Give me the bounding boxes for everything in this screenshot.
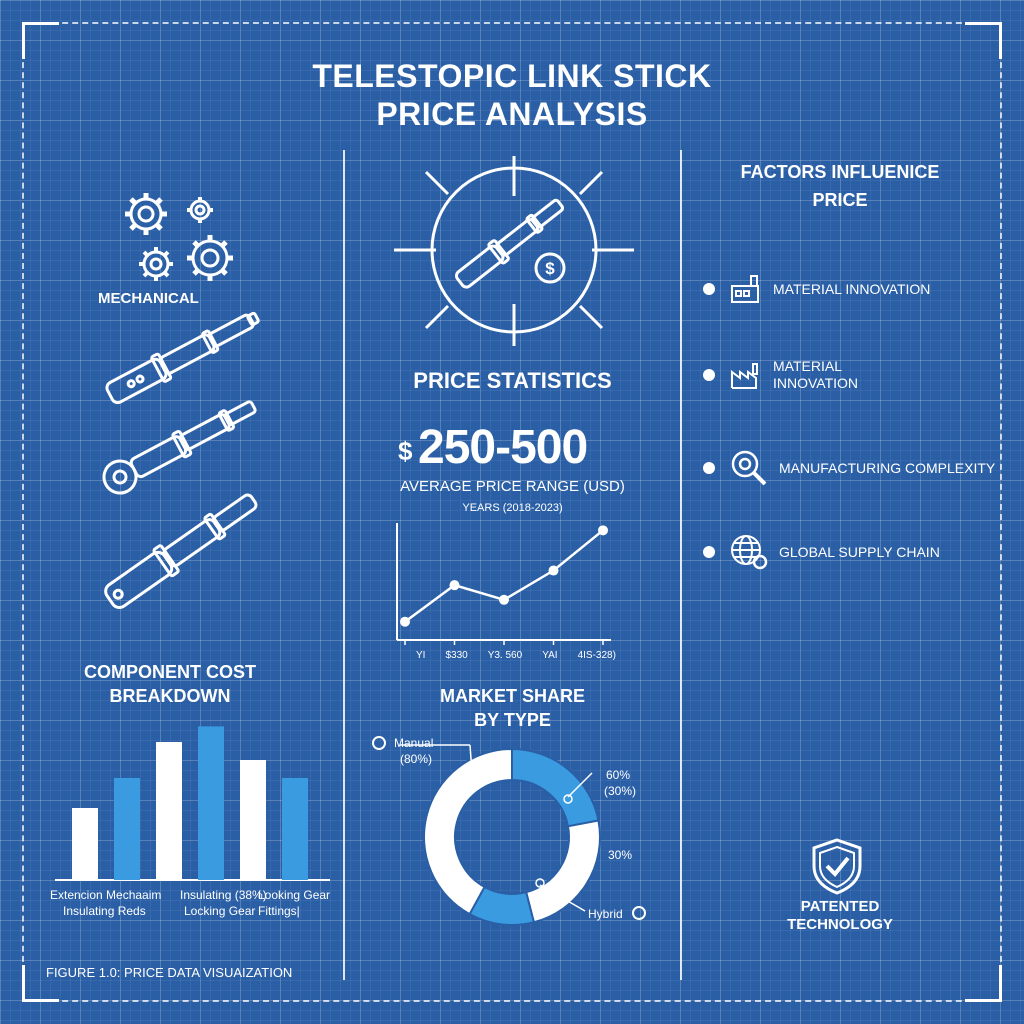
price-point [548,565,559,576]
telescopic-stick-icon [104,493,258,610]
slice-pct-label: (30%) [604,784,637,798]
manual-label: Manual [394,736,434,750]
bar-label: Insulating Reds [63,904,146,918]
price-point [449,580,460,591]
magnifier-gear-icon [731,450,767,486]
x-tick-label: YAI [542,650,558,661]
bar-label: Locking Gear [184,904,256,918]
factory-icon [731,275,759,303]
x-tick-labels: YI $330 Y3. 560 YAI 4IS-328) [416,650,616,661]
cost-bar [240,760,266,880]
slice-pct-label: 60% [606,768,631,782]
market-share-title-line1: MARKET SHARE [439,686,585,706]
crosshair-stick-icon: $ [394,156,634,346]
patented-label-line2: TECHNOLOGY [787,916,893,933]
figure-caption: FIGURE 1.0: PRICE DATA VISUAIZATION [46,965,293,980]
bullet-dot [703,546,715,558]
gear-icon [372,736,386,750]
gears-icon [125,193,233,281]
price-range-value: 250-500 [418,421,588,474]
bar-label: Looking Gear [258,888,331,902]
cost-bar [114,778,140,880]
frame-corner [22,22,59,59]
leader-dot [563,794,573,804]
years-caption: YEARS (2018-2023) [462,502,563,514]
bar-label: Fittings| [258,904,300,918]
leader-line [539,884,586,912]
price-statistics-title: PRICE STATISTICS [413,368,612,393]
market-share-title-line2: BY TYPE [474,710,551,730]
currency-symbol: $ [398,436,413,466]
blueprint-frame [22,22,1002,1002]
cost-bar [156,742,182,880]
bar-label: Extencion Mechaaim [50,888,162,902]
price-point [400,616,410,627]
x-tick-label: 4IS-328) [577,650,616,661]
cost-bar [198,726,224,880]
factors-title-line1: FACTORS INFLUENICE [740,162,940,182]
x-tick-label: $330 [445,650,468,661]
frame-corner [22,965,59,1002]
globe-gear-icon [731,535,768,570]
bullet-dot [703,283,715,295]
donut-slice [423,747,513,916]
factor-item: MANUFACTURING COMPLEXITY [703,448,995,488]
market-share-donut-chart [400,744,601,926]
telescopic-stick-icon [102,400,257,495]
gear-icon [574,847,588,861]
telescopic-stick-icon [105,311,260,405]
column-divider [680,150,682,980]
factor-label: MATERIAL INNOVATION [773,280,931,297]
page-title-line1: TELESTOPIC LINK STICK [312,58,712,94]
shield-check-icon [812,838,862,895]
price-line-chart [396,523,611,645]
page-title-line2: PRICE ANALYSIS [376,96,648,132]
gear-icon [632,906,646,920]
bar-label: Insulating (38%) [180,888,267,902]
patented-label-line1: PATENTED [800,898,880,915]
cost-bar [72,808,98,880]
price-line [404,529,604,623]
leader-dot [535,878,545,888]
factor-label: MANUFACTURING COMPLEXITY [779,459,996,476]
hybrid-label: Hybrid [588,907,623,921]
factors-title-line2: PRICE [812,190,868,210]
slice-pct-label: 30% [608,848,633,862]
bullet-dot [703,462,715,474]
leader-dot [467,770,477,780]
cost-bar [282,778,308,880]
price-range-caption: AVERAGE PRICE RANGE (USD) [400,478,625,495]
frame-corner [965,22,1002,59]
bullet-dot [703,369,715,381]
component-cost-bar-chart [55,726,330,881]
dollar-icon: $ [545,259,555,278]
factor-label: GLOBAL SUPPLY CHAIN [779,543,940,560]
frame-corner [965,965,1002,1002]
factory-icon [731,363,758,389]
telescopic-stick-illustrations [102,311,260,610]
x-tick-label: YI [416,650,426,661]
factor-item: GLOBAL SUPPLY CHAIN [703,532,940,572]
column-divider [343,150,345,980]
donut-slice [511,747,600,828]
manual-pct: (80%) [400,752,433,766]
component-cost-title-line2: BREAKDOWN [109,686,231,706]
price-point [598,525,608,536]
price-point [499,594,509,605]
x-tick-label: Y3. 560 [487,650,523,661]
leader-line [469,744,473,774]
factor-item: MATERIAL INNOVATION [703,272,930,306]
component-cost-title-line1: COMPONENT COST [83,662,256,682]
mechanical-label: MECHANICAL [98,290,199,307]
leader-line [567,772,593,798]
